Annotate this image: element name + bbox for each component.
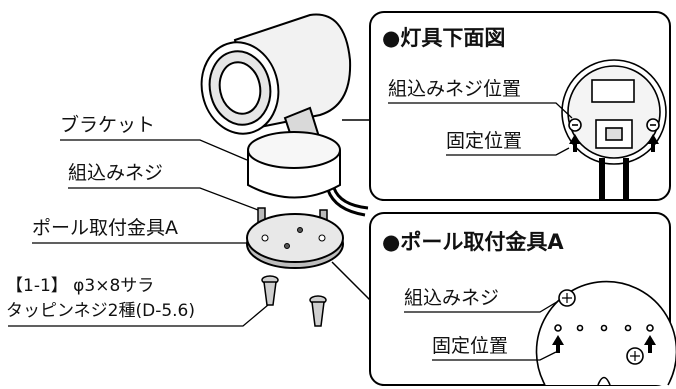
callout-line-plate <box>331 261 371 301</box>
label-fixed-position-bottom: 固定位置 <box>432 335 509 357</box>
pole-fitting-plate <box>246 213 344 269</box>
bottom-view-title: ●灯具下面図 <box>382 26 506 50</box>
label-screw-spec-1: 【1-1】 φ3×8サラ <box>6 276 155 296</box>
label-screw-position: 組込みネジ位置 <box>388 78 522 100</box>
label-assembly-screw-panel: 組込みネジ <box>404 287 500 309</box>
label-pole-fitting: ポール取付金具A <box>32 217 178 239</box>
label-assembly-screw: 組込みネジ <box>68 162 164 184</box>
tapping-screws <box>261 275 327 327</box>
fixed-position-arrows-top <box>569 134 659 152</box>
label-fixed-position-top: 固定位置 <box>446 130 523 152</box>
label-screw-spec-2: タッピンネジ2種(D-5.6) <box>6 301 196 321</box>
label-bracket: ブラケット <box>60 114 156 136</box>
light-fixture <box>200 13 369 217</box>
bottom-panel-leaders <box>404 299 561 361</box>
fixed-position-arrows-bottom <box>552 335 656 353</box>
top-panel-leaders <box>388 102 573 156</box>
bottom-view-figure <box>561 59 667 200</box>
left-leader-lines <box>8 139 269 327</box>
pole-fitting-title: ●ポール取付金具A <box>382 230 564 254</box>
